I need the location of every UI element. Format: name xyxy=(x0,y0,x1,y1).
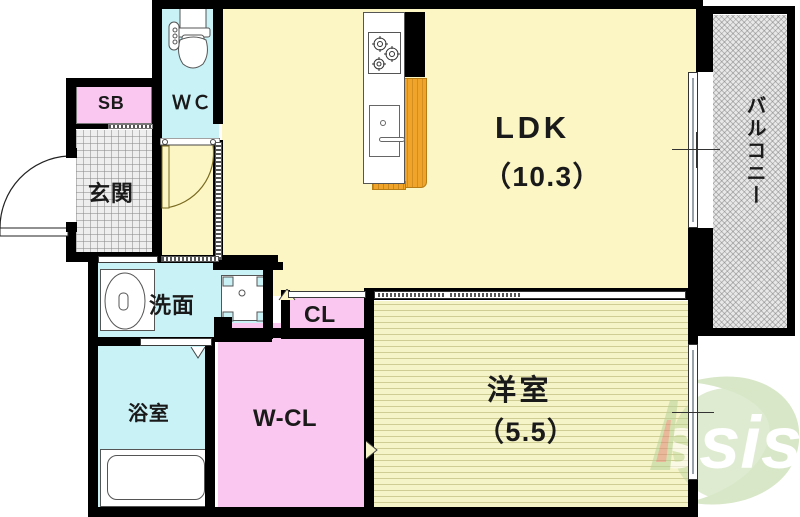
label-ldk-area: （10.3） xyxy=(483,161,602,192)
wall-wc-bottom xyxy=(152,131,162,140)
wall-wc-left xyxy=(152,0,162,140)
wall-bed-right-bot xyxy=(688,480,698,510)
balcony-door-rail xyxy=(692,78,694,222)
room-sb xyxy=(76,86,152,124)
entrance-door-swing xyxy=(0,140,80,252)
range-hood xyxy=(405,12,425,77)
bathtub-inner xyxy=(107,455,205,500)
entrance-door-jamb-top xyxy=(66,148,77,158)
ldk-bed-sliding-leaf-1 xyxy=(378,293,446,297)
wall-ldk-left-lower xyxy=(213,262,283,270)
ldk-floor-marker xyxy=(270,262,284,272)
wall-balcony-right xyxy=(787,6,795,336)
sink-faucet-icon xyxy=(379,137,405,142)
wc-door-swing xyxy=(159,137,221,214)
room-genkan xyxy=(76,130,152,252)
label-youshitsu-area: （5.5） xyxy=(477,417,576,447)
wall-wcl-right xyxy=(364,338,374,510)
wall-balcony-top xyxy=(703,6,795,14)
toilet-fixture xyxy=(168,7,216,80)
room-ldk xyxy=(222,8,696,296)
label-wcl: W-CL xyxy=(253,405,318,432)
wcl-door-marker xyxy=(365,440,378,460)
wall-bath-right xyxy=(205,337,215,510)
wall-senmen-right xyxy=(263,263,273,339)
washing-machine-pan xyxy=(221,275,268,322)
wall-bed-right-top xyxy=(688,300,698,344)
bedroom-window-mark-h xyxy=(672,412,714,413)
wall-ldk-left xyxy=(213,0,223,10)
room-wcl xyxy=(218,339,364,509)
kitchen-counter xyxy=(401,78,427,188)
vanity-washbasin xyxy=(100,269,155,331)
label-senmen: 洗面 xyxy=(149,293,195,318)
bath-door xyxy=(140,338,212,346)
wall-wcl-notch-left xyxy=(214,317,232,339)
gas-stove-3-burner xyxy=(368,32,401,74)
wall-entry-left-lower xyxy=(66,232,76,262)
room-balcony xyxy=(713,15,787,331)
room-youshitsu xyxy=(369,301,695,509)
wall-balcony-inner-left-bot xyxy=(696,228,713,336)
hall-ldk-sliding-door xyxy=(215,142,222,260)
label-wc: ＷＣ xyxy=(172,93,212,114)
sink-drain-icon xyxy=(380,120,386,126)
senmen-door xyxy=(98,256,158,263)
balcony-door-mark-v xyxy=(696,132,697,168)
wall-cl-right xyxy=(364,290,374,338)
wall-ldk-right-lower xyxy=(688,228,698,300)
label-cl: CL xyxy=(304,301,336,327)
sb-shelf-line xyxy=(108,124,153,129)
wall-wc-right xyxy=(213,0,223,124)
wall-cl-left xyxy=(281,290,290,338)
bath-door-marker xyxy=(190,346,206,359)
entrance-door-jamb-bottom xyxy=(66,222,77,232)
ldk-bed-sliding-leaf-2 xyxy=(450,293,520,297)
wall-cl-bottom xyxy=(281,333,374,339)
wall-balcony-inner-left-top xyxy=(696,6,713,72)
label-youshitsu: 洋室 xyxy=(487,375,552,407)
label-yokushitsu: 浴室 xyxy=(128,403,170,425)
kitchen-sink xyxy=(369,105,400,157)
ldk-bedroom-sliding-doors xyxy=(374,291,686,299)
wall-bottom-outer xyxy=(88,507,698,517)
hall-senmen-opening xyxy=(161,256,219,262)
wall-balcony-bottom xyxy=(703,328,795,336)
wall-genkan-right xyxy=(152,140,162,262)
label-genkan: 玄関 xyxy=(88,181,134,206)
label-ldk: LDK xyxy=(495,110,570,145)
wall-sb-top xyxy=(66,78,162,87)
wall-top-ldk xyxy=(158,0,703,9)
wall-left-lower xyxy=(88,255,98,510)
wall-entry-left xyxy=(66,78,76,148)
label-sb: SB xyxy=(98,93,125,113)
cl-door xyxy=(288,291,366,298)
label-balcony: バルコニー xyxy=(743,95,765,207)
